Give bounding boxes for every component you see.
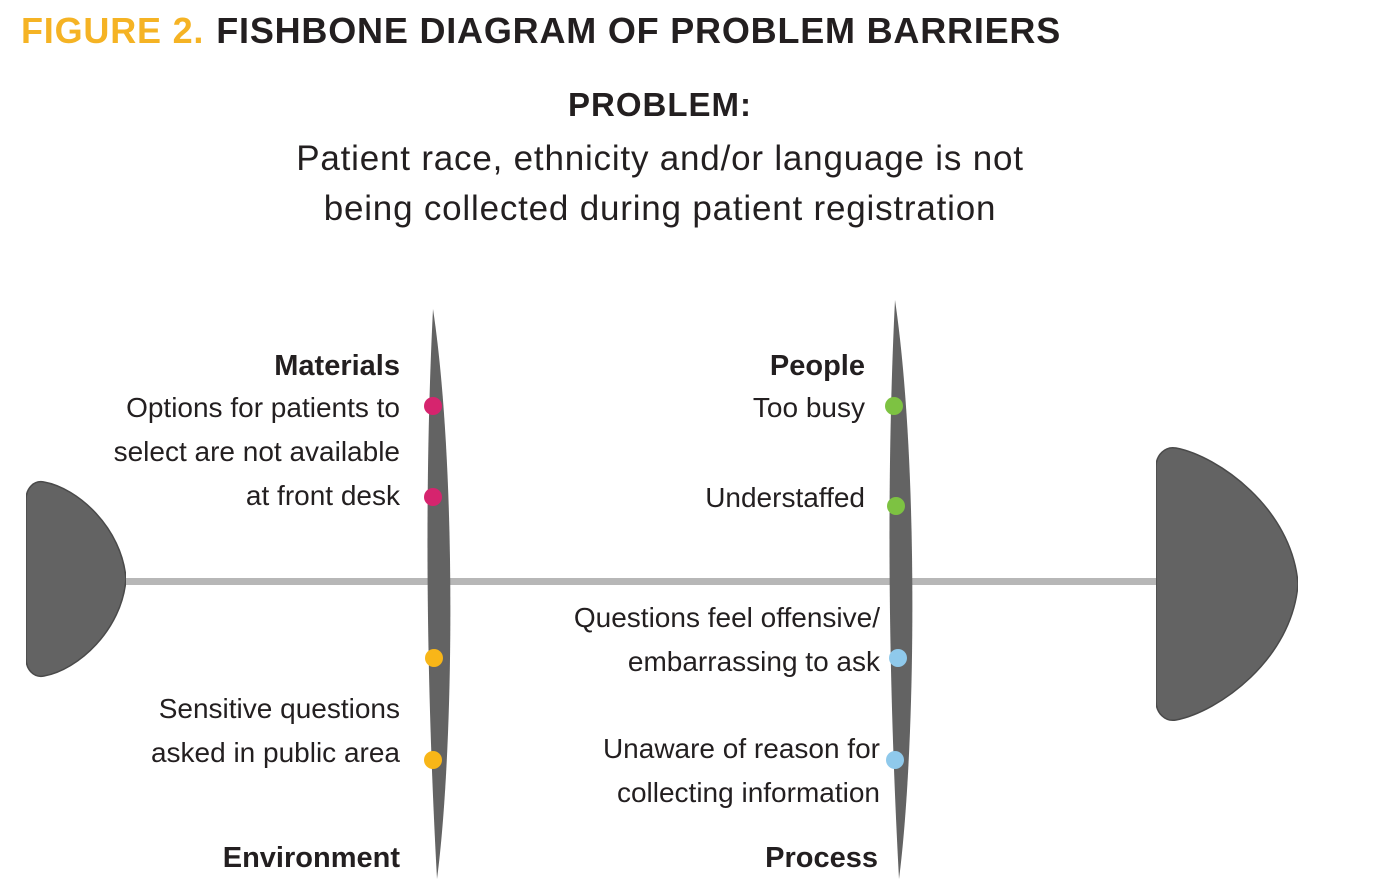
materials-barrier-dot <box>424 397 442 415</box>
materials-barrier-dot <box>424 488 442 506</box>
problem-statement-line: being collected during patient registrat… <box>323 189 997 228</box>
barrier-text-line: Sensitive questions <box>158 693 400 724</box>
people-barrier-dot <box>887 497 905 515</box>
environment-barrier-item: Sensitive questions asked in public area <box>151 687 400 775</box>
problem-statement: Patient race, ethnicity and/or language … <box>150 134 1170 234</box>
process-category-label: Process <box>765 842 878 874</box>
materials-category-label: Materials <box>274 350 400 382</box>
barrier-text-line: Questions feel offensive/ <box>573 602 880 633</box>
barrier-text-line: select are not available <box>113 436 400 467</box>
figure-title-row: FIGURE 2. FISHBONE DIAGRAM OF PROBLEM BAR… <box>21 10 1061 52</box>
barrier-text-line: embarrassing to ask <box>627 646 880 677</box>
people-barrier-item: Too busy <box>752 392 865 423</box>
process-barrier-dot <box>886 751 904 769</box>
process-barrier-item: Unaware of reason for collecting informa… <box>603 727 880 815</box>
barrier-text-line: collecting information <box>616 777 880 808</box>
people-barrier-item: Understaffed <box>705 482 865 513</box>
figure-number-label: FIGURE 2. <box>21 10 205 51</box>
problem-heading: PROBLEM: <box>568 86 752 123</box>
environment-barrier-dot <box>424 751 442 769</box>
barrier-text-line: Options for patients to <box>126 392 400 423</box>
fish-head-shape <box>1156 447 1298 721</box>
barrier-text-line: Unaware of reason for <box>602 733 880 764</box>
process-barrier-item: Questions feel offensive/ embarrassing t… <box>574 596 880 684</box>
people-category-label: People <box>769 350 865 382</box>
environment-category-label: Environment <box>222 842 400 874</box>
materials-barrier-item: Options for patients to select are not a… <box>114 386 400 518</box>
environment-barrier-dot <box>425 649 443 667</box>
materials-environment-bone <box>427 309 451 879</box>
fish-spine <box>120 578 1160 585</box>
people-process-bone <box>889 300 913 879</box>
people-barrier-dot <box>885 397 903 415</box>
barrier-text-line: asked in public area <box>150 737 400 768</box>
barrier-text-line: at front desk <box>245 480 400 511</box>
figure-title: FISHBONE DIAGRAM OF PROBLEM BARRIERS <box>216 10 1062 51</box>
problem-statement-line: Patient race, ethnicity and/or language … <box>296 139 1024 178</box>
process-barrier-dot <box>889 649 907 667</box>
fish-tail-shape <box>26 480 126 678</box>
